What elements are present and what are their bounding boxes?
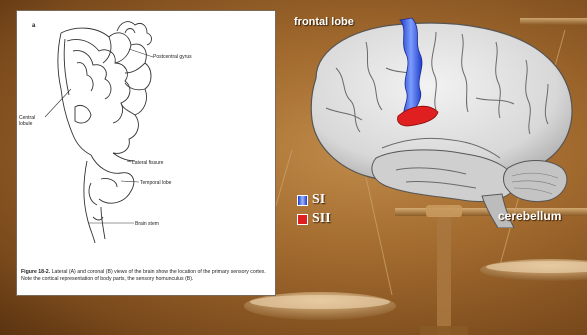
- label-central-lobule: Central lobule: [19, 115, 45, 127]
- textbook-figure: a Postcentral gyrus Central lobule Later…: [16, 10, 276, 296]
- legend-swatch-sii: [297, 214, 308, 225]
- label-lateral-fissure: Lateral fissure: [132, 160, 163, 166]
- legend-label-sii: SII: [312, 211, 331, 227]
- legend-swatch-si: [297, 195, 308, 206]
- label-postcentral-gyrus: Postcentral gyrus: [153, 54, 192, 60]
- legend-label-si: SI: [312, 192, 325, 208]
- label-brain-stem: Brain stem: [135, 221, 159, 227]
- figure-caption: Figure 18-2. Lateral (A) and coronal (B)…: [21, 269, 273, 283]
- scale-pillar: [437, 210, 451, 335]
- caption-text: Lateral (A) and coronal (B) views of the…: [21, 269, 266, 282]
- caption-figure-number: Figure 18-2.: [21, 269, 50, 275]
- coronal-brain-drawing: [17, 11, 275, 295]
- figure-panel-letter: a: [32, 23, 35, 29]
- label-temporal-lobe: Temporal lobe: [140, 180, 171, 186]
- legend-item-sii: SII: [297, 211, 331, 227]
- cerebellum-label: cerebellum: [498, 210, 561, 222]
- frontal-lobe-label: frontal lobe: [294, 16, 354, 28]
- legend-item-si: SI: [297, 192, 325, 208]
- lateral-brain-illustration: [286, 8, 586, 228]
